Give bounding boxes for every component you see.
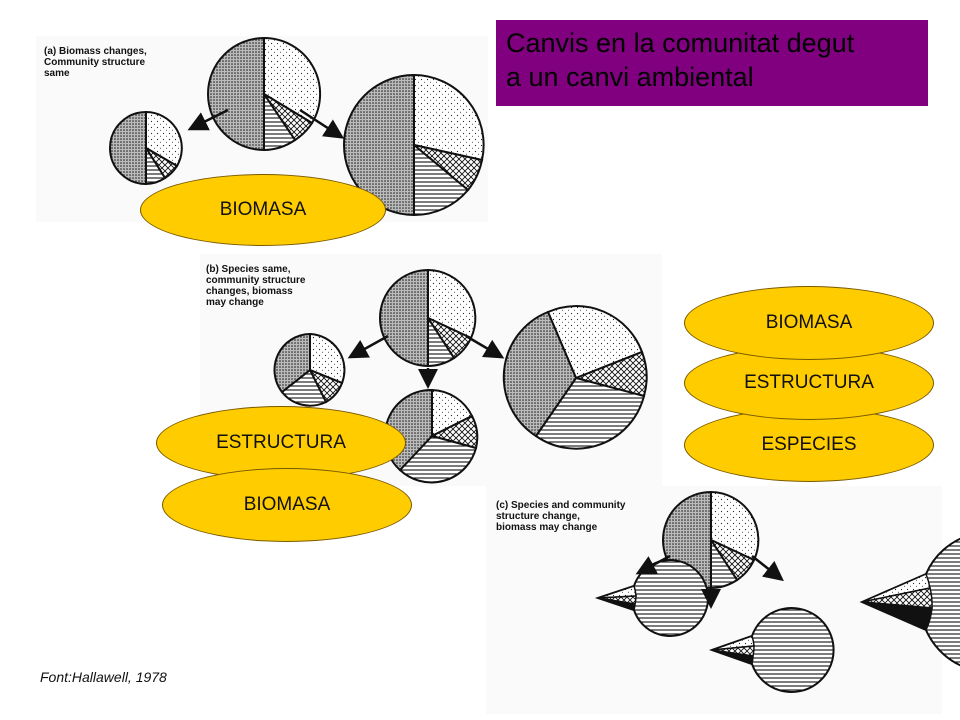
pie-a-left <box>109 110 183 186</box>
label-c-especies: ESPECIES <box>684 408 934 482</box>
title-line-1: Canvis en la comunitat degut <box>506 28 855 58</box>
pie-b-left <box>273 332 346 407</box>
pie-b-center <box>379 268 477 368</box>
panel-a-caption: (a) Biomass changes, Community structure… <box>44 46 147 79</box>
panel-c-diagram <box>594 490 960 693</box>
panel-b-caption: (b) Species same, community structure ch… <box>206 264 306 308</box>
pie-a-right <box>343 73 485 217</box>
pie-b-right <box>502 305 648 450</box>
title-text: Canvis en la comunitat degut a un canvi … <box>506 26 922 94</box>
title-line-2: a un canvi ambiental <box>506 62 754 92</box>
label-c-biomasa: BIOMASA <box>684 286 934 360</box>
pie-c-right <box>859 537 960 667</box>
panel-a-diagram <box>109 36 485 217</box>
pie-c-left <box>594 559 710 637</box>
title-box: Canvis en la comunitat degut a un canvi … <box>496 20 928 106</box>
label-a-biomasa: BIOMASA <box>140 174 386 246</box>
pie-a-center <box>207 36 322 152</box>
panel-b-diagram <box>273 268 648 484</box>
pie-b-bottom <box>383 388 479 484</box>
label-b-biomasa: BIOMASA <box>162 468 412 542</box>
panel-c-caption: (c) Species and community structure chan… <box>496 500 626 533</box>
source-credit: Font:Hallawell, 1978 <box>40 669 167 685</box>
pie-c-bottom <box>708 607 835 693</box>
